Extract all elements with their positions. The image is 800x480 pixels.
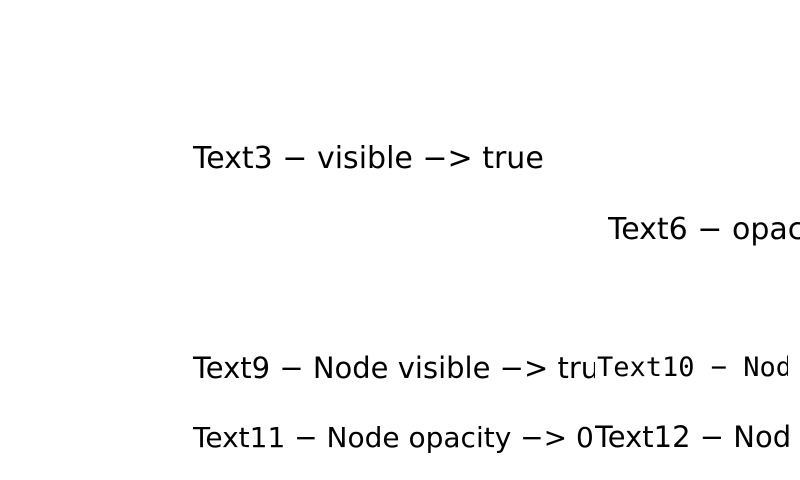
text-node-text9: Text9 − Node visible −> tru xyxy=(193,351,595,385)
text-node-text6: Text6 − opac xyxy=(608,212,800,247)
text-node-text12: Text12 − Nod xyxy=(595,420,792,454)
text-node-text3: Text3 − visible −> true xyxy=(193,141,544,176)
text-node-text10: Text10 − Nod xyxy=(597,352,788,383)
text-node-text11: Text11 − Node opacity −> 0 xyxy=(193,421,592,454)
